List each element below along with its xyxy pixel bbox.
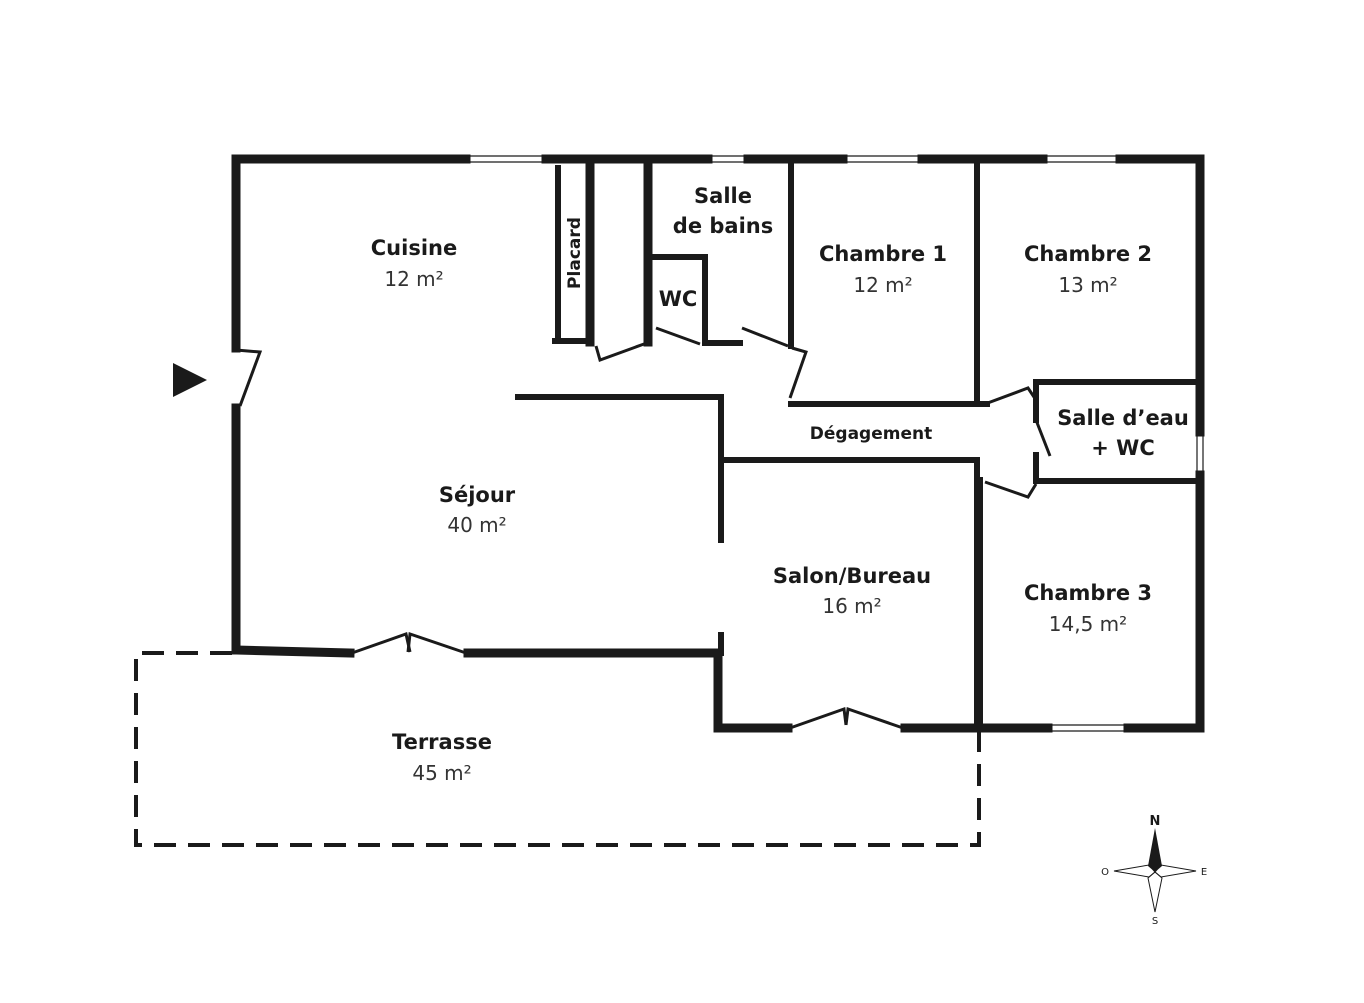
area-chambre2: 13 m² [1058, 273, 1117, 297]
area-salon-bureau: 16 m² [822, 594, 881, 618]
label-placard: Placard [565, 217, 585, 289]
label-salle-eau-2: + WC [1091, 436, 1154, 460]
doors [235, 326, 1052, 730]
entrance-arrow-icon [173, 363, 207, 397]
area-cuisine: 12 m² [384, 267, 443, 291]
label-salon-bureau: Salon/Bureau [773, 564, 931, 588]
area-sejour: 40 m² [447, 513, 506, 537]
area-chambre3: 14,5 m² [1049, 612, 1127, 636]
label-terrasse: Terrasse [392, 730, 492, 754]
compass-north: N [1150, 814, 1161, 829]
label-salle-bains-1: Salle [694, 184, 752, 208]
compass-rose-icon [1113, 828, 1197, 913]
label-chambre2: Chambre 2 [1024, 242, 1152, 266]
area-terrasse: 45 m² [412, 761, 471, 785]
compass-south: S [1152, 916, 1158, 927]
terrace-outline [134, 651, 981, 847]
area-chambre1: 12 m² [853, 273, 912, 297]
label-wc: WC [659, 287, 698, 311]
label-chambre3: Chambre 3 [1024, 581, 1152, 605]
label-salle-eau-1: Salle d’eau [1057, 406, 1189, 430]
label-chambre1: Chambre 1 [819, 242, 947, 266]
label-salle-bains-2: de bains [673, 214, 773, 238]
compass-west: O [1101, 867, 1109, 878]
label-sejour: Séjour [439, 483, 516, 507]
label-cuisine: Cuisine [371, 236, 457, 260]
compass-east: E [1201, 867, 1207, 878]
windows [466, 155, 1204, 732]
label-degagement: Dégagement [810, 424, 932, 444]
